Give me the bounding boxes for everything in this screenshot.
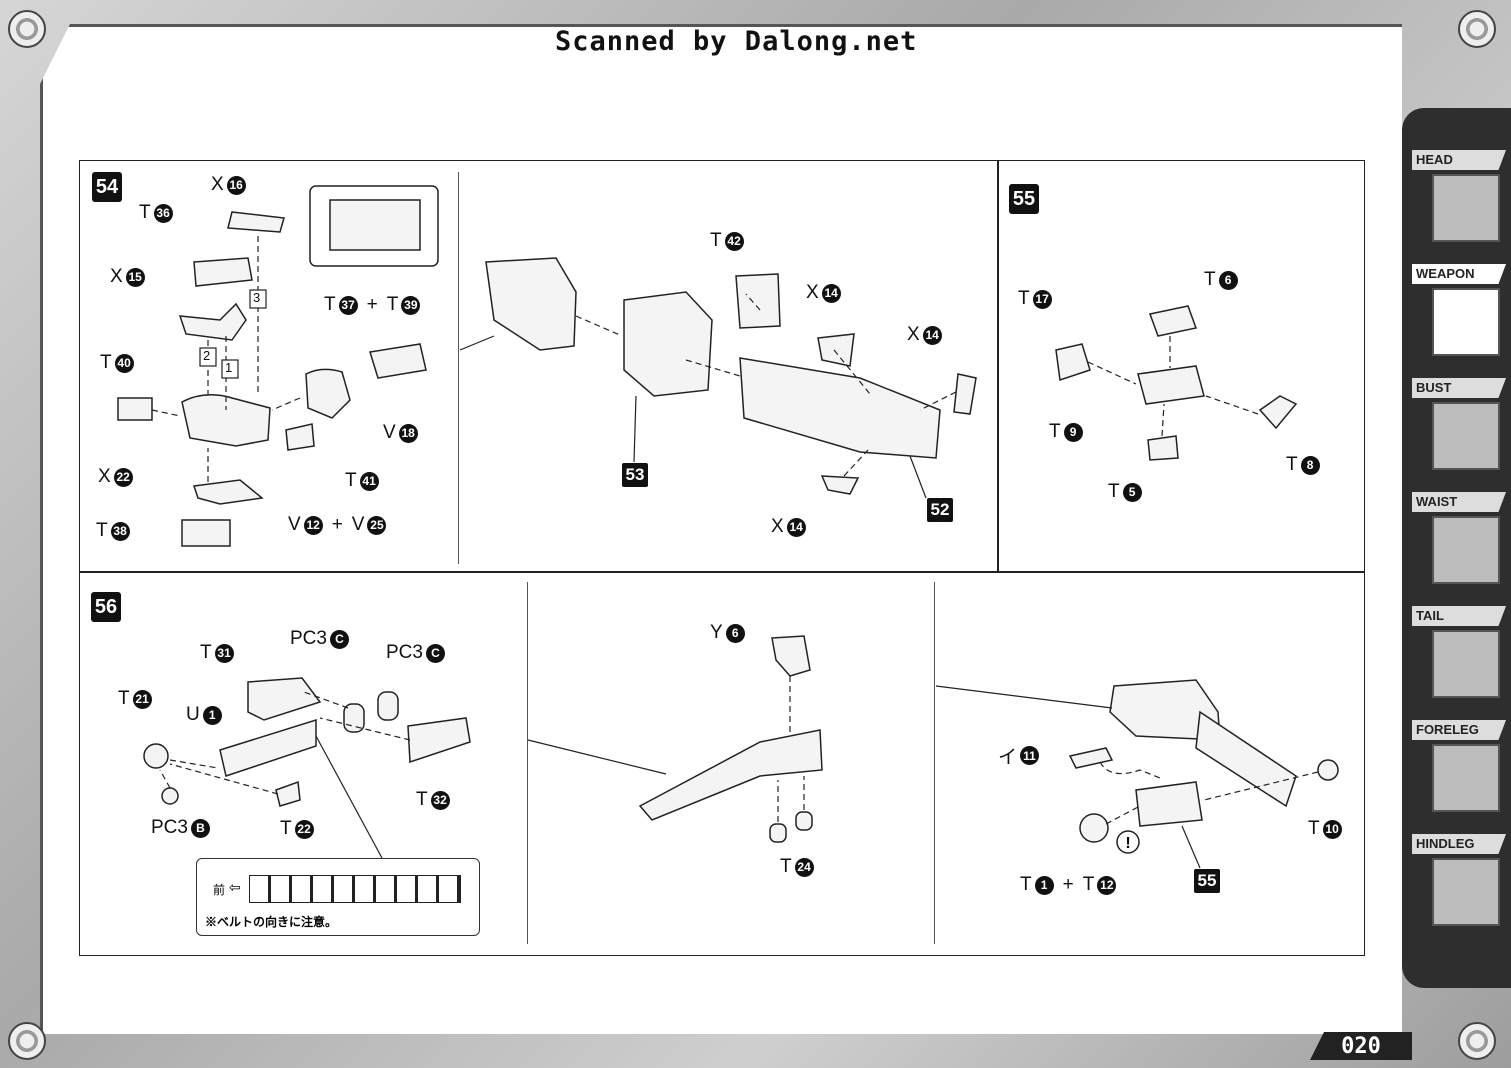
tab-bust[interactable]: BUST: [1412, 378, 1506, 470]
waist-icon: [1432, 516, 1500, 584]
front-label: 前: [213, 883, 226, 897]
belt-diagram: [249, 875, 461, 903]
instruction-panel: [79, 160, 1365, 956]
arrow-number: 2: [203, 348, 211, 363]
arrow-number: 1: [225, 360, 233, 375]
panel-divider: [79, 571, 1364, 573]
head-icon: [1432, 174, 1500, 242]
subassembly-52-badge: 52: [927, 498, 953, 522]
belt-direction-note: 前 ⇦ ※ベルトの向きに注意。: [196, 858, 480, 936]
corner-emblem-icon: [8, 1022, 46, 1060]
arrow-number: 3: [253, 290, 261, 305]
tab-head[interactable]: HEAD: [1412, 150, 1506, 242]
corner-emblem-icon: [8, 10, 46, 48]
tab-weapon[interactable]: WEAPON: [1412, 264, 1506, 356]
step-54-badge: 54: [92, 172, 122, 202]
tail-icon: [1432, 630, 1500, 698]
arrow-left-icon: ⇦: [229, 879, 241, 895]
page-number: 020: [1310, 1032, 1412, 1060]
hindleg-icon: [1432, 858, 1500, 926]
panel-divider: [458, 172, 459, 564]
scan-credit: Scanned by Dalong.net: [555, 26, 918, 57]
weapon-icon: [1432, 288, 1500, 356]
bust-icon: [1432, 402, 1500, 470]
panel-divider: [997, 160, 999, 571]
step-55-badge: 55: [1009, 184, 1039, 214]
step-56-badge: 56: [91, 592, 121, 622]
tab-tail[interactable]: TAIL: [1412, 606, 1506, 698]
corner-emblem-icon: [1458, 1022, 1496, 1060]
corner-emblem-icon: [1458, 10, 1496, 48]
foreleg-icon: [1432, 744, 1500, 812]
panel-divider: [934, 582, 935, 944]
subassembly-55-badge: 55: [1194, 869, 1220, 893]
tab-foreleg[interactable]: FORELEG: [1412, 720, 1506, 812]
subassembly-53-badge: 53: [622, 463, 648, 487]
panel-divider: [527, 582, 528, 944]
tab-waist[interactable]: WAIST: [1412, 492, 1506, 584]
belt-warning-text: ※ベルトの向きに注意。: [205, 915, 338, 929]
tab-hindleg[interactable]: HINDLEG: [1412, 834, 1506, 926]
